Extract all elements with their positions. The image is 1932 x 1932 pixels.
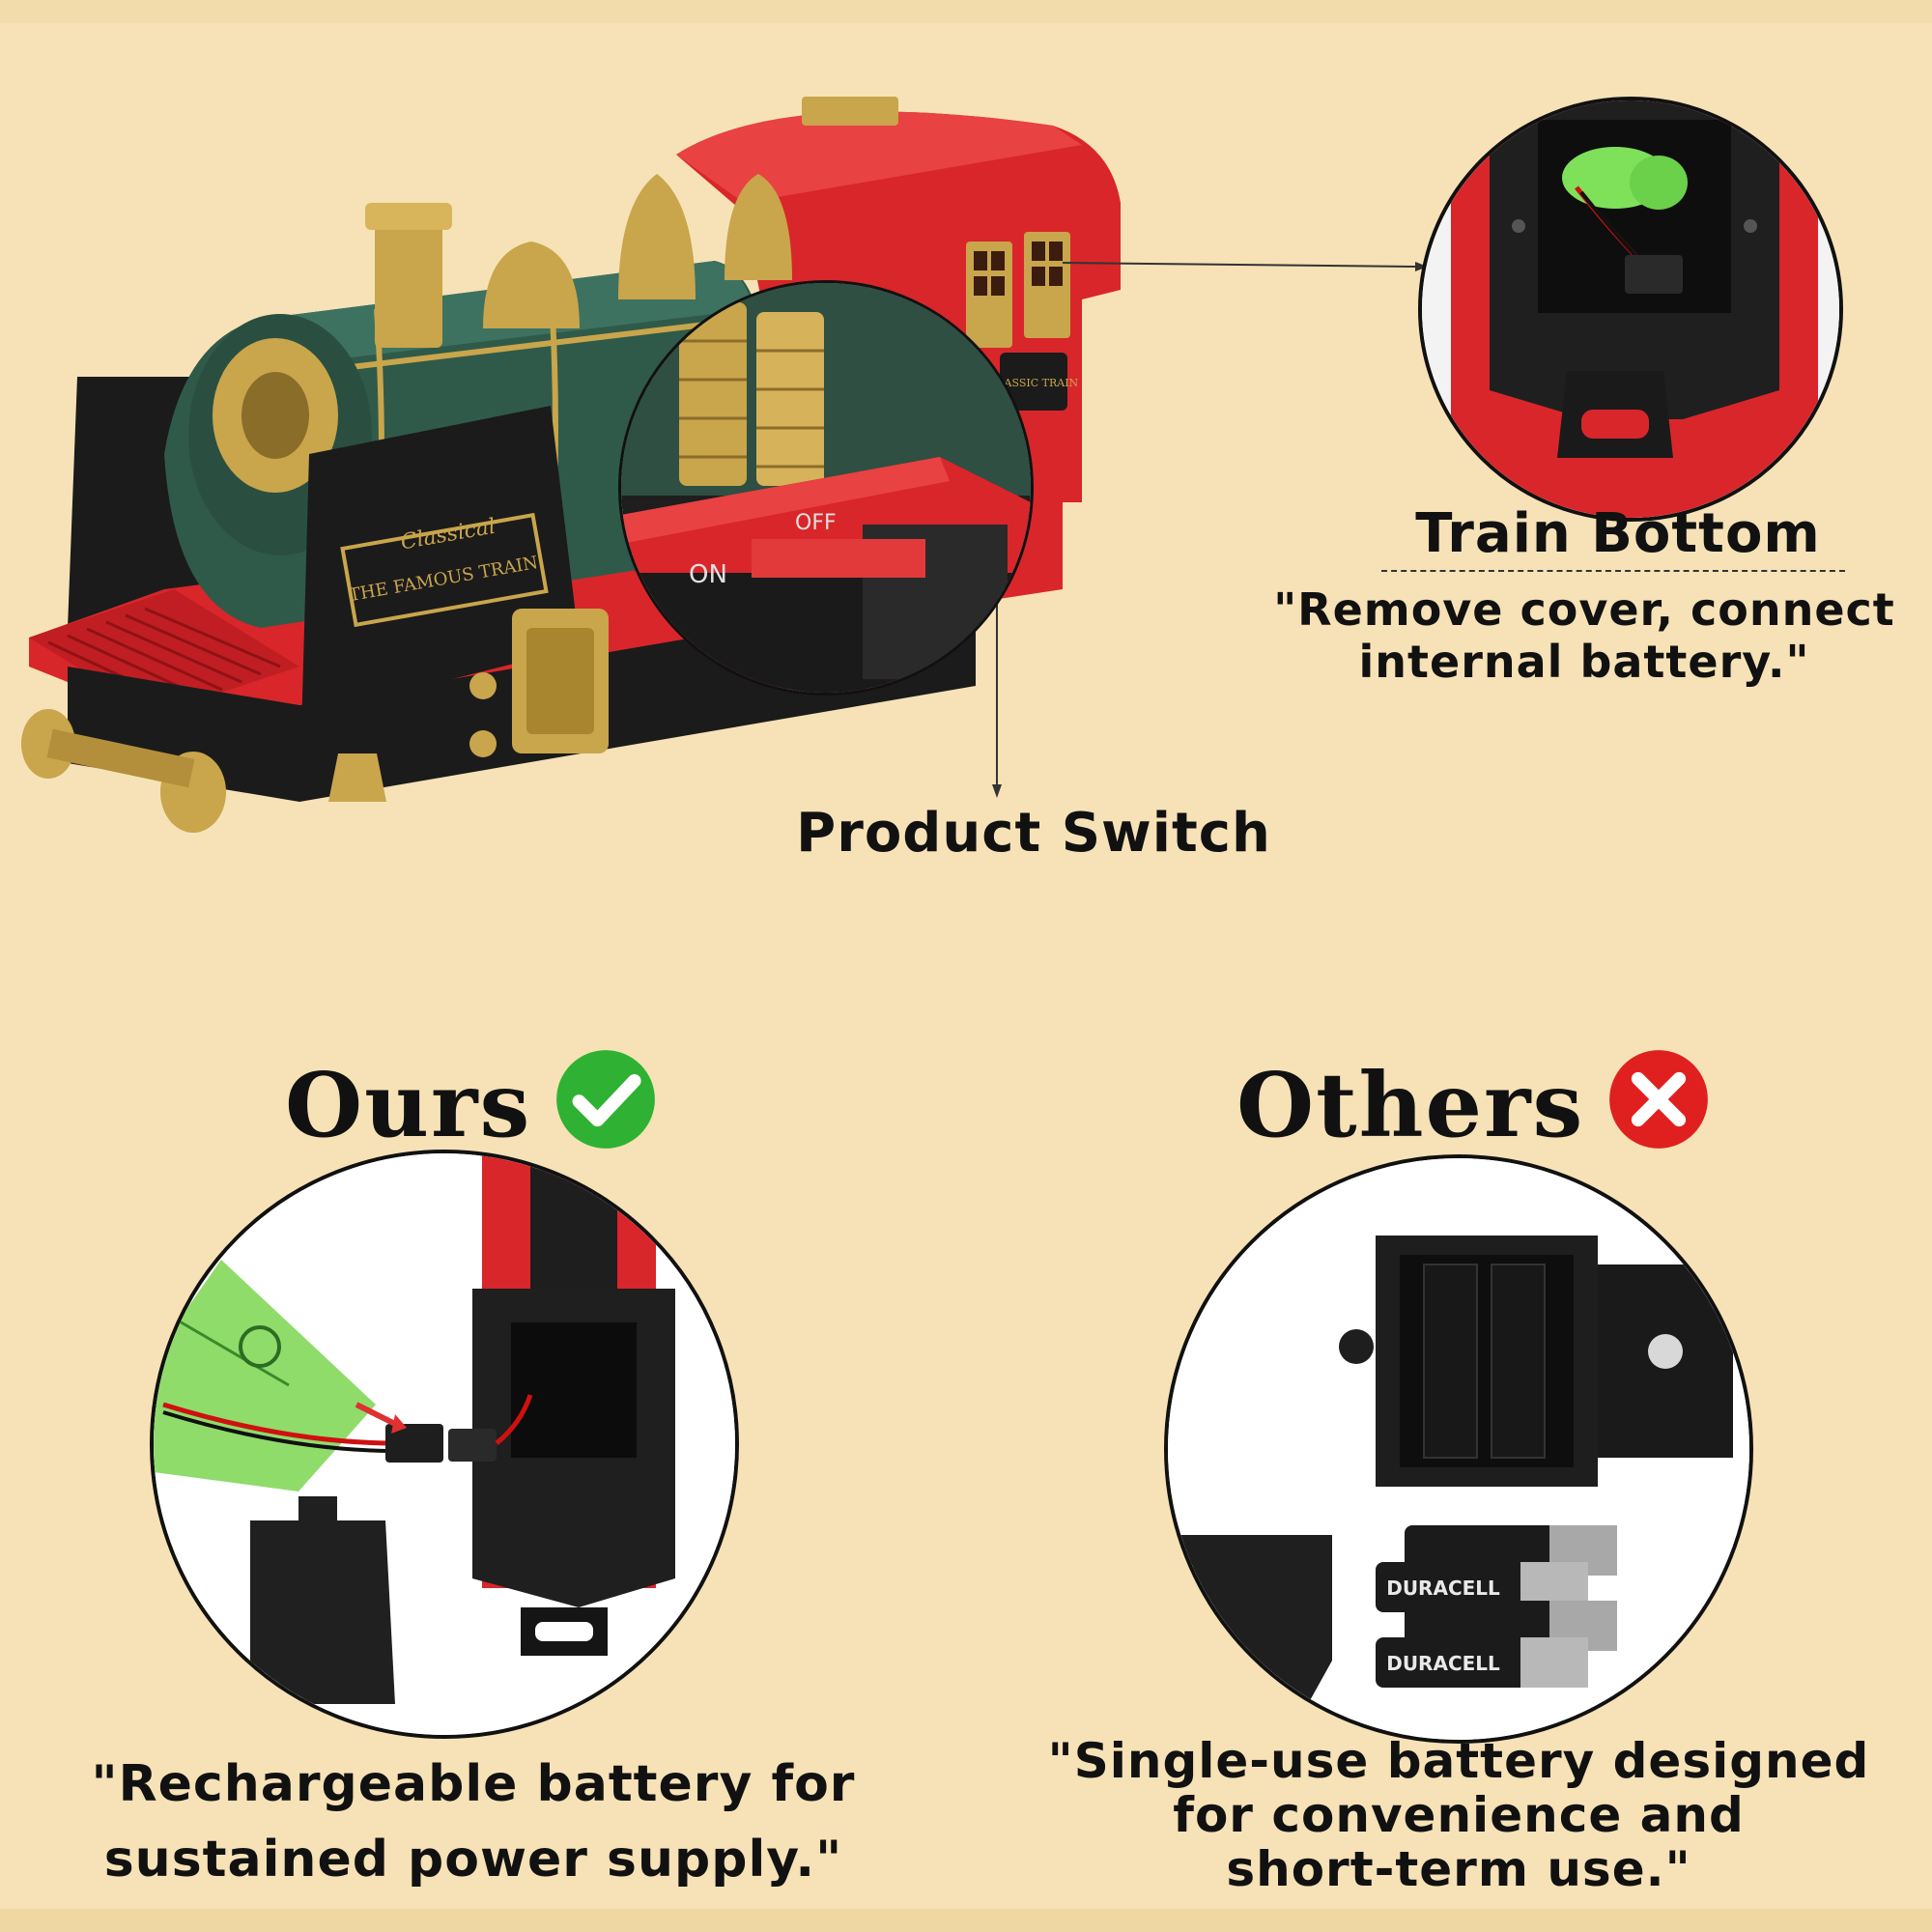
battery-brand-label-2: DURACELL xyxy=(1386,1652,1500,1675)
single-use-battery-circle: DURACELL DURACELL xyxy=(1164,1154,1753,1744)
train-bottom-leader-line xyxy=(1063,262,1428,271)
train-bottom-closeup xyxy=(1422,100,1839,518)
product-switch-zoom-circle: ON OFF xyxy=(618,280,1034,696)
green-check-icon xyxy=(556,1050,655,1149)
battery-brand-label: DURACELL xyxy=(1386,1577,1500,1600)
product-switch-title: Product Switch xyxy=(796,802,1271,865)
others-caption: "Single-use battery designed for conveni… xyxy=(995,1734,1922,1896)
others-heading: Others xyxy=(1236,1053,1585,1157)
red-x-icon xyxy=(1609,1050,1708,1149)
product-switch-closeup: ON OFF xyxy=(621,283,1031,693)
top-band xyxy=(0,0,1932,23)
train-bottom-divider xyxy=(1381,570,1845,572)
others-caption-line-1: "Single-use battery designed xyxy=(1047,1733,1870,1789)
others-caption-line-3: short-term use." xyxy=(1226,1841,1691,1897)
train-bottom-title: Train Bottom xyxy=(1415,502,1821,565)
bottom-band xyxy=(0,1909,1932,1932)
rechargeable-battery-circle xyxy=(150,1150,739,1739)
ours-caption-line-1: "Rechargeable battery for xyxy=(91,1755,856,1813)
switch-on-label: ON xyxy=(689,560,727,589)
product-switch-leader-line xyxy=(992,570,1002,798)
single-use-battery-closeup: DURACELL DURACELL xyxy=(1168,1158,1749,1740)
cab-sign-text: CLASSIC TRAIN xyxy=(989,377,1079,389)
rechargeable-battery-closeup xyxy=(154,1153,735,1735)
ours-heading: Ours xyxy=(285,1053,532,1157)
train-bottom-zoom-circle xyxy=(1418,97,1843,522)
train-bottom-description: "Remove cover, connect internal battery.… xyxy=(1273,583,1895,688)
ours-caption: "Rechargeable battery for sustained powe… xyxy=(39,1747,908,1897)
switch-off-label: OFF xyxy=(795,511,837,535)
others-caption-line-2: for convenience and xyxy=(1173,1787,1745,1843)
ours-caption-line-2: sustained power supply." xyxy=(103,1831,843,1889)
aa-battery-stack: DURACELL DURACELL xyxy=(1376,1525,1617,1688)
